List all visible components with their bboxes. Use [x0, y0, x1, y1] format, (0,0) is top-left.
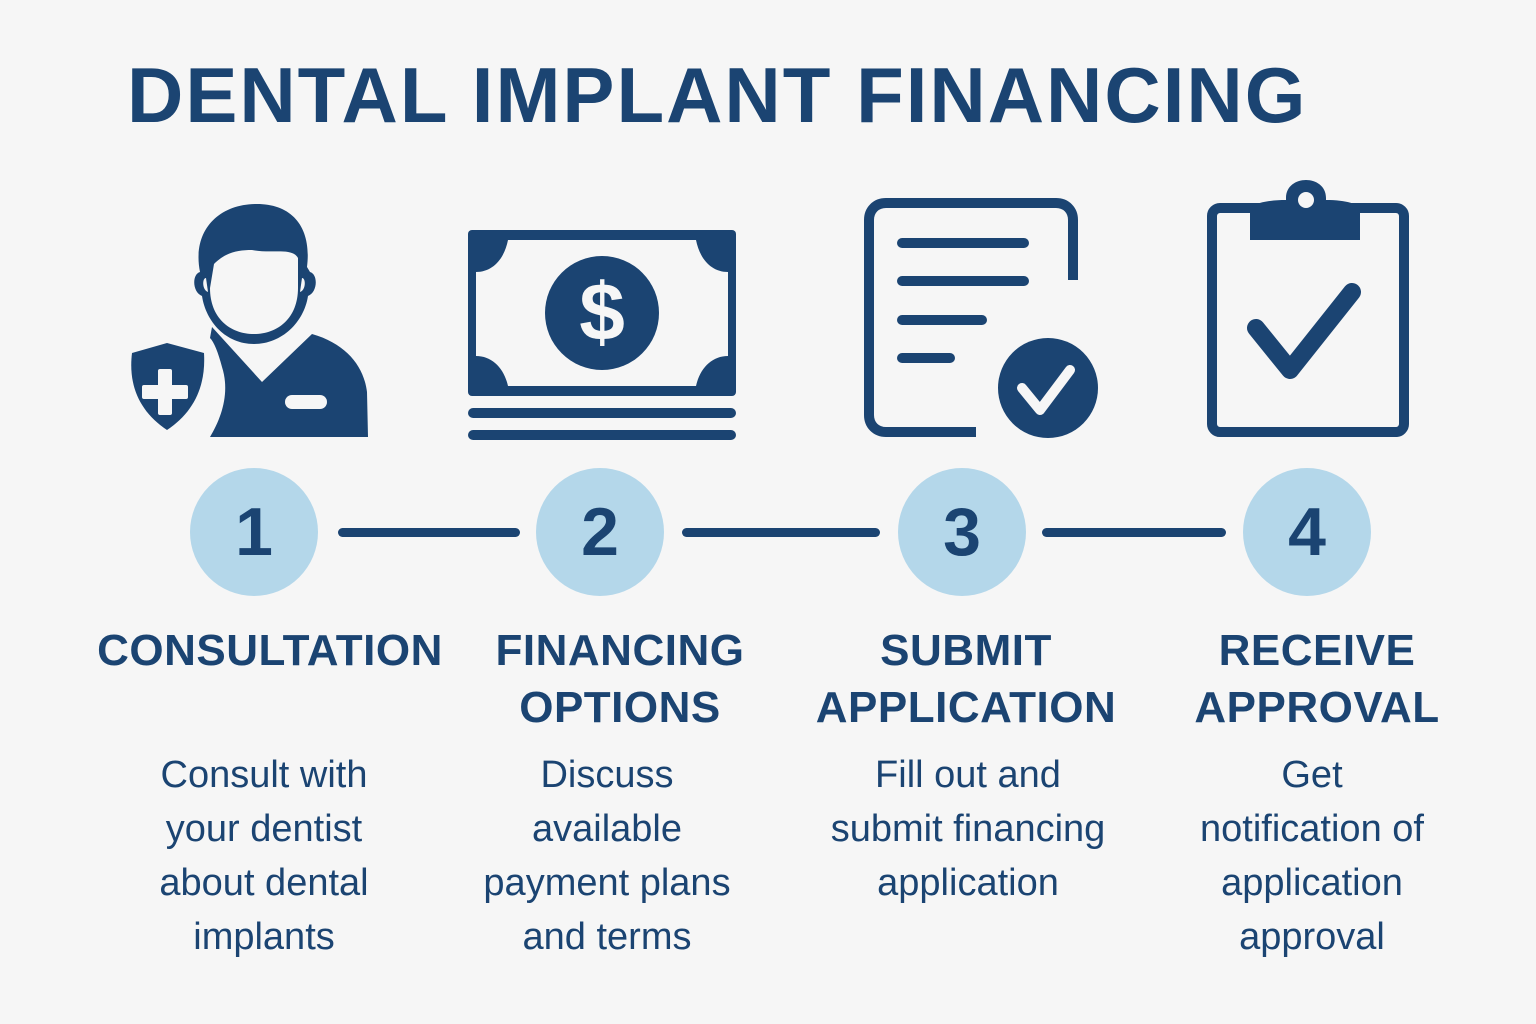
step-connector-1-2 — [338, 528, 520, 537]
step-number-label: 2 — [581, 494, 619, 570]
step-number-2: 2 — [536, 468, 664, 596]
step-heading-line: APPLICATION — [815, 683, 1117, 732]
step-description-line: approval — [1239, 916, 1385, 958]
step-description-line: Fill out and — [875, 754, 1061, 796]
step-description-line: available — [532, 808, 682, 850]
step-description-line: application — [877, 862, 1059, 904]
step-description-line: notification of — [1200, 808, 1424, 850]
step-description-line: about dental — [159, 862, 369, 904]
step-description-3: Fill out and submit financing applicatio… — [768, 748, 1168, 910]
svg-text:$: $ — [579, 267, 625, 358]
step-heading-1: CONSULTATION — [70, 622, 470, 679]
step-description-line: your dentist — [165, 808, 363, 850]
step-description-4: Get notification of application approval — [1112, 748, 1512, 964]
step-description-line: submit financing — [830, 808, 1106, 850]
step-description-line: payment plans — [483, 862, 731, 904]
step-heading-4: RECEIVE APPROVAL — [1117, 622, 1517, 736]
step-number-label: 4 — [1288, 494, 1326, 570]
step-heading-2: FINANCING OPTIONS — [420, 622, 820, 736]
step-heading-3: SUBMIT APPLICATION — [766, 622, 1166, 736]
step-connector-3-4 — [1042, 528, 1226, 537]
step-description-1: Consult with your dentist about dental i… — [64, 748, 464, 964]
step-number-label: 1 — [235, 494, 273, 570]
step-heading-line: APPROVAL — [1194, 683, 1440, 732]
step-description-line: application — [1221, 862, 1403, 904]
step-description-line: Consult with — [160, 754, 368, 796]
step-number-label: 3 — [943, 494, 981, 570]
step-description-line: Get — [1281, 754, 1343, 796]
step-number-1: 1 — [190, 468, 318, 596]
dentist-with-shield-icon — [122, 192, 372, 442]
step-number-4: 4 — [1243, 468, 1371, 596]
step-number-3: 3 — [898, 468, 1026, 596]
money-bill-icon: $ — [466, 228, 738, 444]
document-check-icon — [864, 198, 1100, 438]
step-heading-line: OPTIONS — [519, 683, 721, 732]
step-description-line: and terms — [522, 916, 692, 958]
step-heading-line: RECEIVE — [1218, 626, 1416, 675]
step-heading-line: FINANCING — [495, 626, 745, 675]
step-description-line: Discuss — [540, 754, 674, 796]
step-description-line: implants — [193, 916, 335, 958]
page-title: DENTAL IMPLANT FINANCING — [127, 51, 1308, 139]
step-connector-2-3 — [682, 528, 880, 537]
step-description-2: Discuss available payment plans and term… — [407, 748, 807, 964]
clipboard-check-icon — [1206, 180, 1410, 438]
step-heading-line: SUBMIT — [880, 626, 1052, 675]
step-heading-line: CONSULTATION — [97, 626, 443, 675]
